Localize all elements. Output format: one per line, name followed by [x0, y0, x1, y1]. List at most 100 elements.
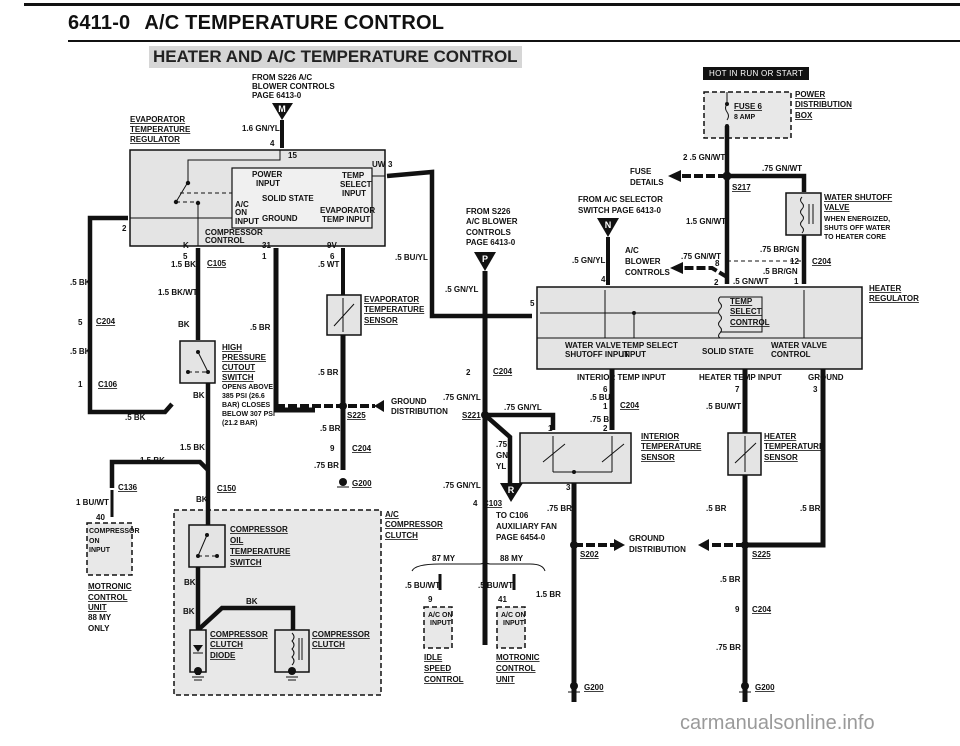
wire-label: .5 BR [250, 323, 271, 332]
wire-label: BK [196, 495, 208, 504]
wire-label: .75 BR [716, 643, 741, 652]
wire-label: 1.5 BK [171, 260, 196, 269]
ac-clutch-title-3: CLUTCH [385, 531, 418, 540]
heater-regulator-title: HEATER [869, 284, 902, 293]
box-label-2: ON [89, 538, 100, 545]
motronic-compressor-on-input[interactable]: COMPRESSOR ON INPUT [86, 522, 140, 576]
temp-select-control-label-3: CONTROL [730, 318, 770, 327]
idle-speed-ac-on-input[interactable]: A/C ON INPUT [423, 606, 453, 649]
ground-arrow-icon [614, 539, 625, 551]
connector-c105[interactable]: C105 [207, 259, 227, 268]
connector-c103[interactable]: C103 [483, 499, 503, 508]
solid-state-label: SOLID STATE [262, 194, 314, 203]
fuse-icon [725, 103, 729, 121]
ac-on-label: A/C [235, 200, 249, 209]
splice-s217[interactable]: S217 [732, 183, 751, 192]
ground-g200[interactable]: G200 [584, 683, 604, 692]
splice-s202[interactable]: S202 [580, 550, 599, 559]
wire-label: .75 GN/YL [504, 403, 542, 412]
heater-regulator[interactable] [536, 286, 863, 370]
hp-switch-note-4: BELOW 307 PSI [222, 411, 275, 418]
hot-in-run-badge: HOT IN RUN OR START [703, 67, 810, 80]
wire-label: BK [178, 320, 190, 329]
heater-temperature-sensor[interactable] [727, 432, 762, 476]
water-shutoff-valve[interactable] [785, 192, 822, 236]
connector-c204[interactable]: C204 [493, 367, 513, 376]
reference-n[interactable]: N [597, 218, 619, 237]
motronic-left-title-3: UNIT [88, 603, 107, 612]
wire-label: 1.5 GN/WT [686, 217, 726, 226]
wire-label: 1.5 BR [536, 590, 561, 599]
box-label-3: INPUT [89, 547, 111, 554]
evaporator-temperature-sensor[interactable] [326, 294, 362, 336]
connector-c204[interactable]: C204 [96, 317, 116, 326]
connector-c204[interactable]: C204 [620, 401, 640, 410]
power-distribution-box[interactable]: FUSE 6 8 AMP [703, 91, 792, 139]
wire-label: .5 BU [590, 393, 611, 402]
motronic-ac-on-input[interactable]: A/C ON INPUT [496, 606, 526, 649]
heater-regulator-title-2: REGULATOR [869, 294, 919, 303]
high-pressure-cutout-switch[interactable] [179, 340, 216, 384]
ac-blower-label: A/C [625, 246, 639, 255]
connector-c106[interactable]: C106 [98, 380, 118, 389]
ac-blower-label-2: BLOWER [625, 257, 661, 266]
ref-n-letter: N [605, 220, 612, 230]
connector-c204[interactable]: C204 [752, 605, 772, 614]
diode-title-2: CLUTCH [210, 640, 243, 649]
ref-m-text: FROM S226 A/C [252, 73, 312, 82]
diode-title-3: DIODE [210, 651, 236, 660]
interior-temperature-sensor[interactable] [519, 432, 632, 484]
ac-compressor-clutch-assembly[interactable] [173, 500, 382, 696]
wire-label: .5 GN/YL [445, 285, 478, 294]
reference-m[interactable]: FROM S226 A/C BLOWER CONTROLS PAGE 6413-… [252, 73, 335, 120]
pin-label: 1 [794, 277, 799, 286]
evap-sensor-title: EVAPORATOR [364, 295, 419, 304]
evap-regulator-title: EVAPORATOR [130, 115, 185, 124]
pin-label: UW [372, 160, 386, 169]
pin-label: 15 [288, 151, 297, 160]
ac-on-label-3: INPUT [235, 217, 259, 226]
ground-g200[interactable]: G200 [352, 479, 372, 488]
oil-switch-title-2: OIL [230, 536, 243, 545]
connector-c150[interactable]: C150 [217, 484, 237, 493]
evaporator-temperature-regulator[interactable]: POWER INPUT SOLID STATE TEMP SELECT INPU… [129, 149, 386, 247]
blower-arrow-icon [670, 262, 683, 274]
pin-label: 3 [566, 483, 571, 492]
interior-sensor-title: INTERIOR [641, 432, 679, 441]
ground-icon [339, 478, 347, 486]
ground-g200[interactable]: G200 [755, 683, 775, 692]
idle-speed-title: IDLE [424, 653, 443, 662]
wire-label: .5 BR [800, 504, 821, 513]
reference-p[interactable]: P [474, 252, 496, 271]
pin-label: 7 [735, 385, 740, 394]
heater-sensor-title: HEATER [764, 432, 797, 441]
pin-label: K [183, 241, 189, 250]
box-label-2: INPUT [430, 620, 452, 627]
splice-s225[interactable]: S225 [752, 550, 771, 559]
reference-r[interactable]: R [500, 483, 523, 502]
wire-label: 1 BU/WT [76, 498, 109, 507]
ref-p-marker-icon [474, 252, 496, 271]
splice-s221[interactable]: S221 [462, 411, 481, 420]
wire-label: BK [246, 597, 258, 606]
pin-label: 31 [262, 241, 271, 250]
ref-n-marker-icon [597, 218, 619, 237]
water-valve-note-2: SHUTS OFF WATER [824, 225, 890, 232]
ref-r-text-3: PAGE 6454-0 [496, 533, 546, 542]
connector-c204[interactable]: C204 [812, 257, 832, 266]
pin-label: 3 [813, 385, 818, 394]
splice-s225[interactable]: S225 [347, 411, 366, 420]
pin-label: 2 [603, 424, 608, 433]
fuse-details-arrow-icon [668, 170, 681, 182]
ac-clutch-title-2: COMPRESSOR [385, 520, 443, 529]
wire-label: YL [496, 462, 506, 471]
wire-label: .5 BU/WT [405, 581, 440, 590]
wire-label: .5 GN/YL [572, 256, 605, 265]
connector-c136[interactable]: C136 [118, 483, 138, 492]
ac-blower-label-3: CONTROLS [625, 268, 671, 277]
connector-c204[interactable]: C204 [352, 444, 372, 453]
ref-p-text-2: A/C BLOWER [466, 217, 518, 226]
wire-label: .75 BR [547, 504, 572, 513]
hp-switch-title-2: PRESSURE [222, 353, 267, 362]
